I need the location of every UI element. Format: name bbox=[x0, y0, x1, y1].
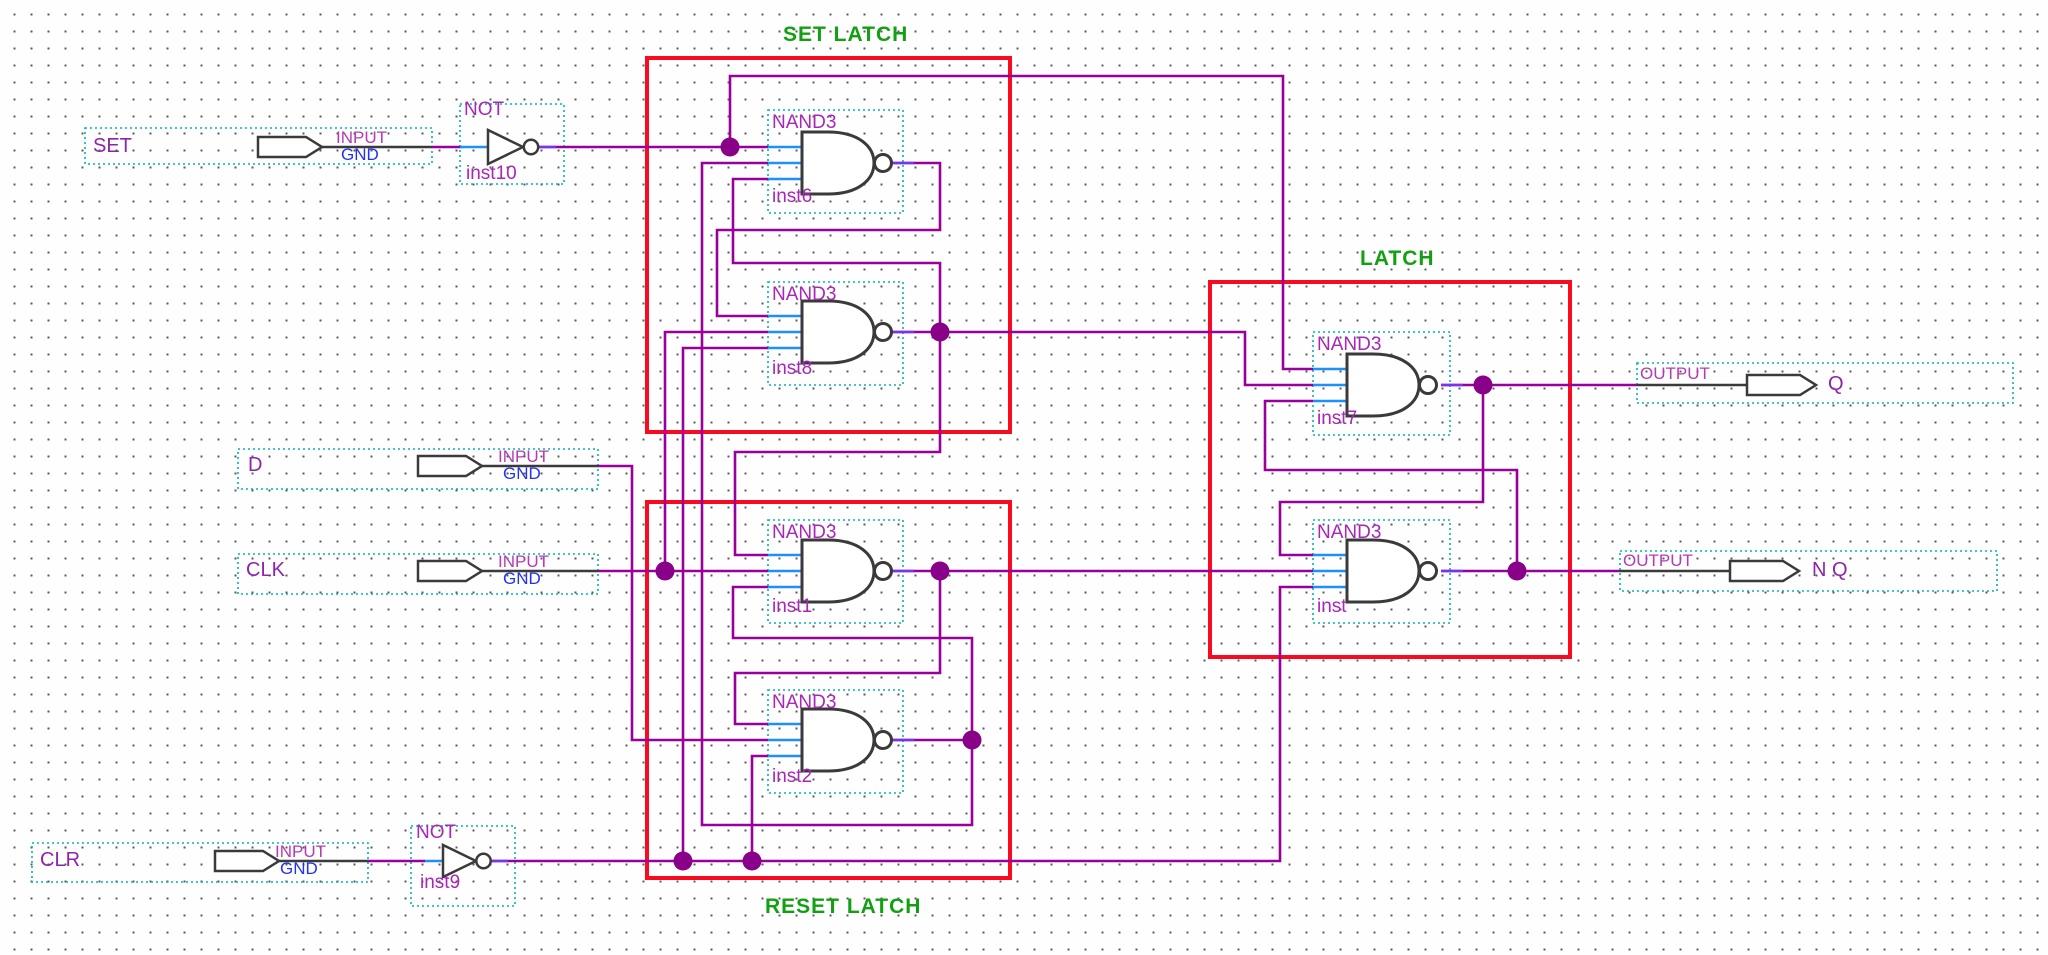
set-pin-type: INPUT bbox=[336, 128, 387, 147]
inst7-type-label: NAND3 bbox=[1317, 334, 1382, 355]
q-pin-type: OUTPUT bbox=[1640, 364, 1710, 383]
inst8-type-label: NAND3 bbox=[772, 284, 837, 305]
set-latch-group-box[interactable] bbox=[645, 56, 1012, 434]
clk-pin-net: GND bbox=[503, 569, 541, 588]
clk-pin-name[interactable]: CLK bbox=[246, 559, 285, 581]
nq-pin-type: OUTPUT bbox=[1623, 551, 1693, 570]
wire-inst2-out-to-inst1-in3[interactable] bbox=[731, 585, 974, 740]
nand3-gate-inst7[interactable] bbox=[1345, 352, 1438, 418]
inst10-type-label: NOT bbox=[464, 99, 505, 120]
wire-clk-to-inst8-in2[interactable] bbox=[663, 330, 768, 571]
wire-nq-to-inst7-in3[interactable] bbox=[1263, 399, 1519, 571]
junction-dot bbox=[962, 730, 982, 750]
junction-dot bbox=[930, 322, 950, 342]
junction-dot bbox=[655, 561, 675, 581]
wire-nclr-to-inst8-in3[interactable] bbox=[681, 346, 768, 861]
inst6-type-label: NAND3 bbox=[772, 112, 837, 133]
d-pin-name[interactable]: D bbox=[248, 454, 263, 476]
junction-dot bbox=[720, 137, 740, 157]
set-pin-name[interactable]: SET bbox=[93, 135, 132, 157]
junction-dot bbox=[742, 851, 762, 871]
inst6-instance-label[interactable]: inst6 bbox=[772, 186, 813, 207]
nand3-gate-inst6[interactable] bbox=[800, 130, 893, 196]
inst10-instance-label[interactable]: inst10 bbox=[466, 163, 517, 184]
clk-input-pin-symbol[interactable] bbox=[416, 559, 485, 583]
reset-latch-group-box[interactable] bbox=[645, 500, 1012, 880]
nq-pin-name[interactable]: N Q bbox=[1812, 559, 1848, 581]
latch-group-box[interactable] bbox=[1208, 280, 1572, 659]
wire-d-to-inst2-in2[interactable] bbox=[598, 464, 768, 742]
set-pin-net: GND bbox=[341, 145, 379, 164]
set-latch-label[interactable]: SET LATCH bbox=[783, 23, 909, 46]
junction-dot bbox=[1507, 561, 1527, 581]
inst2-selection-box bbox=[767, 689, 904, 794]
junction-dot bbox=[930, 561, 950, 581]
nand3-gate-inst2[interactable] bbox=[800, 707, 893, 773]
clr-pin-name[interactable]: CLR bbox=[40, 849, 81, 871]
q-pin-selection-box bbox=[1636, 362, 2014, 404]
nand3-gate-inst[interactable] bbox=[1345, 538, 1438, 604]
clr-input-pin-symbol[interactable] bbox=[213, 849, 282, 873]
set-input-pin-symbol[interactable] bbox=[256, 135, 325, 159]
clr-pin-type: INPUT bbox=[275, 842, 326, 861]
nq-output-pin-symbol[interactable] bbox=[1728, 559, 1802, 583]
wire-nset-to-inst7-in1[interactable] bbox=[728, 74, 1313, 371]
wire-inst2-out-to-inst6-in2[interactable] bbox=[700, 161, 974, 827]
inst9-instance-label[interactable]: inst9 bbox=[420, 872, 461, 893]
inst2-type-label: NAND3 bbox=[772, 692, 837, 713]
clr-pin-selection-box bbox=[31, 842, 369, 883]
wire-inst8-out-to-inst7-in2[interactable] bbox=[892, 330, 1313, 387]
q-pin-name[interactable]: Q bbox=[1828, 373, 1844, 395]
inst1-type-label: NAND3 bbox=[772, 522, 837, 543]
wire-nclr-to-inst-in3[interactable] bbox=[491, 585, 1313, 863]
inst9-selection-box bbox=[410, 825, 516, 907]
not-gate-inst9[interactable] bbox=[441, 843, 492, 879]
inst6-selection-box bbox=[767, 109, 904, 214]
nand3-gate-inst1[interactable] bbox=[800, 538, 893, 604]
junction-dot bbox=[673, 851, 693, 871]
inst8-selection-box bbox=[767, 281, 904, 386]
nq-pin-selection-box bbox=[1619, 550, 1998, 592]
clk-pin-type: INPUT bbox=[498, 552, 549, 571]
d-input-pin-symbol[interactable] bbox=[416, 454, 485, 478]
nand3-gate-inst8[interactable] bbox=[800, 299, 893, 365]
latch-label[interactable]: LATCH bbox=[1360, 247, 1435, 270]
inst1-instance-label[interactable]: inst1 bbox=[772, 596, 813, 617]
inst8-instance-label[interactable]: inst8 bbox=[772, 358, 813, 379]
clk-pin-selection-box bbox=[237, 553, 599, 595]
d-pin-selection-box bbox=[237, 448, 599, 490]
d-pin-net: GND bbox=[503, 464, 541, 483]
wire-q-to-inst-in1[interactable] bbox=[1278, 385, 1485, 557]
inst10-selection-box bbox=[459, 103, 565, 185]
clr-pin-net: GND bbox=[280, 859, 318, 878]
wire-nclr-to-inst2-in3[interactable] bbox=[750, 754, 768, 861]
wire-inst8-out-to-inst1-in1[interactable] bbox=[733, 332, 942, 557]
d-pin-type: INPUT bbox=[498, 447, 549, 466]
not-gate-inst10[interactable] bbox=[486, 128, 540, 166]
inst-type-label: NAND3 bbox=[1317, 522, 1382, 543]
wire-inst8-out-to-inst6-in3[interactable] bbox=[731, 177, 942, 332]
reset-latch-label[interactable]: RESET LATCH bbox=[765, 895, 922, 918]
inst7-instance-label[interactable]: inst7 bbox=[1317, 408, 1358, 429]
inst9-type-label: NOT bbox=[416, 822, 457, 843]
inst-instance-label[interactable]: inst bbox=[1317, 596, 1347, 617]
junction-dot bbox=[1473, 375, 1493, 395]
inst2-instance-label[interactable]: inst2 bbox=[772, 766, 813, 787]
q-output-pin-symbol[interactable] bbox=[1745, 373, 1819, 397]
wire-inst6-out-to-inst8-in1[interactable] bbox=[715, 161, 942, 318]
